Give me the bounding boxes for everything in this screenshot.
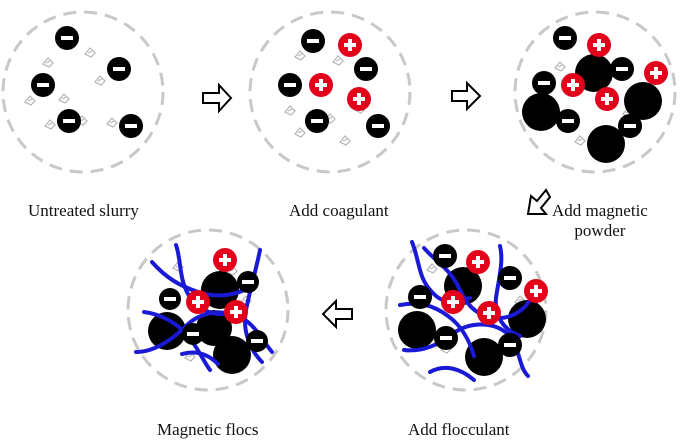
- magnetic-powder-particle: [201, 271, 239, 309]
- magnetic-powder-particle: [213, 336, 251, 374]
- negative-particle: [182, 323, 204, 345]
- negative-particle: [237, 271, 259, 293]
- positive-particle: [338, 33, 362, 57]
- magnetic-powder-particle: [508, 300, 546, 338]
- positive-particle: [224, 300, 248, 324]
- stage-label-flocs: Magnetic flocs: [157, 420, 259, 439]
- hollow-right-arrow-icon: [451, 80, 482, 112]
- negative-particle: [246, 330, 268, 352]
- negative-particle: [434, 326, 458, 350]
- positive-particle: [561, 73, 585, 97]
- negative-particle: [57, 109, 81, 133]
- stage-flocs: [126, 228, 290, 392]
- positive-particle: [477, 301, 501, 325]
- magnetic-powder-particle: [148, 312, 186, 350]
- stage-label-coagulant: Add coagulant: [289, 201, 389, 220]
- stage-label-magnetic: Add magnetic powder: [552, 201, 648, 240]
- positive-particle: [595, 87, 619, 111]
- hollow-down-left-arrow-icon: [526, 188, 552, 215]
- magnetic-powder-particle: [465, 338, 503, 376]
- stage-coagulant: [248, 10, 412, 174]
- negative-particle: [366, 114, 390, 138]
- positive-particle: [309, 73, 333, 97]
- positive-particle: [347, 87, 371, 111]
- positive-particle: [524, 279, 548, 303]
- negative-particle: [278, 73, 302, 97]
- hollow-left-arrow-icon: [321, 298, 353, 330]
- negative-particle: [354, 57, 378, 81]
- stage-flocculant: [384, 228, 548, 392]
- negative-particle: [618, 114, 642, 138]
- negative-particle: [408, 285, 432, 309]
- negative-particle: [553, 26, 577, 50]
- positive-particle: [213, 248, 237, 272]
- stage-label-flocculant: Add flocculant: [408, 420, 510, 439]
- negative-particle: [159, 288, 181, 310]
- negative-particle: [55, 26, 79, 50]
- negative-particle: [498, 333, 522, 357]
- negative-particle: [119, 114, 143, 138]
- magnetic-powder-particle: [522, 93, 560, 131]
- positive-particle: [466, 250, 490, 274]
- negative-particle: [498, 266, 522, 290]
- positive-particle: [587, 33, 611, 57]
- negative-particle: [107, 57, 131, 81]
- negative-particle: [305, 109, 329, 133]
- slurry-boundary: [248, 10, 412, 174]
- magnetic-powder-particle: [624, 82, 662, 120]
- negative-particle: [610, 57, 634, 81]
- slurry-boundary: [513, 10, 677, 174]
- positive-particle: [644, 61, 668, 85]
- positive-particle: [441, 290, 465, 314]
- negative-particle: [556, 109, 580, 133]
- slurry-boundary: [126, 228, 290, 392]
- magnetic-powder-particle: [196, 310, 232, 346]
- negative-particle: [301, 29, 325, 53]
- negative-particle: [31, 73, 55, 97]
- positive-particle: [186, 290, 210, 314]
- negative-particle: [532, 71, 556, 95]
- hollow-right-arrow-icon: [202, 82, 233, 114]
- stage-untreated: [1, 10, 165, 174]
- magnetic-powder-particle: [398, 311, 436, 349]
- slurry-boundary: [384, 228, 548, 392]
- negative-particle: [433, 244, 457, 268]
- magnetic-powder-particle: [587, 125, 625, 163]
- slurry-boundary: [1, 10, 165, 174]
- stage-label-untreated: Untreated slurry: [28, 201, 139, 220]
- stage-magnetic: [513, 10, 677, 174]
